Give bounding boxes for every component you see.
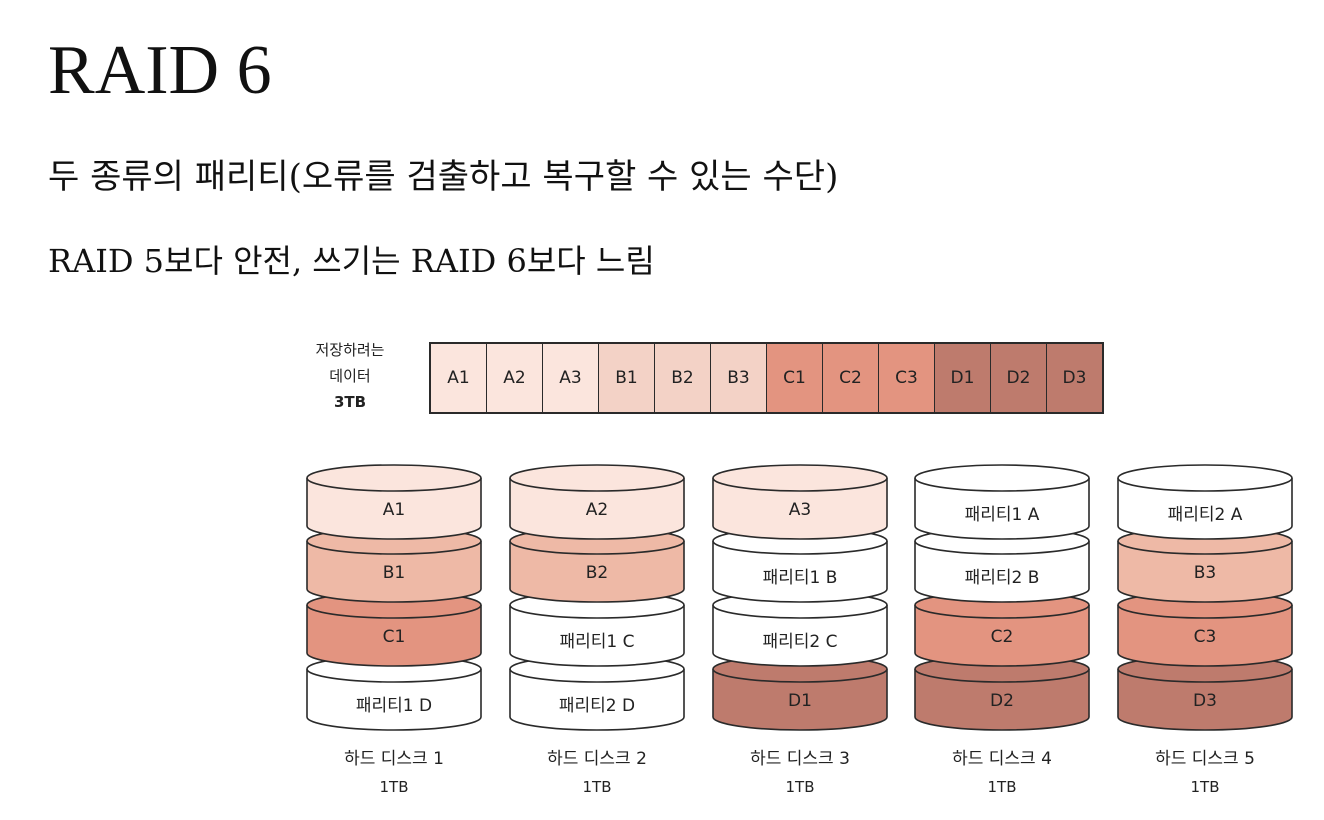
data-block: B3 — [711, 344, 767, 412]
platter-label: 패리티2 B — [914, 563, 1090, 588]
data-block: A2 — [487, 344, 543, 412]
data-block: D3 — [1047, 344, 1102, 412]
disk-size: 1TB — [306, 778, 482, 796]
subtitle-comparison: RAID 5보다 안전, 쓰기는 RAID 6보다 느림 — [48, 236, 655, 286]
platter-label: A2 — [509, 500, 685, 520]
disk-size: 1TB — [712, 778, 888, 796]
platter-label: C2 — [914, 627, 1090, 647]
platter-label: 패리티1 A — [914, 500, 1090, 525]
disk-name: 하드 디스크 5 — [1117, 744, 1293, 769]
platter-label: 패리티2 D — [509, 691, 685, 716]
data-block: B2 — [655, 344, 711, 412]
subtitle-parity: 두 종류의 패리티(오류를 검출하고 복구할 수 있는 수단) — [48, 152, 838, 202]
platter-label: C3 — [1117, 627, 1293, 647]
platter-label: A3 — [712, 500, 888, 520]
data-block: C1 — [767, 344, 823, 412]
data-label-line1: 저장하려는 — [300, 337, 400, 363]
platter-label: D2 — [914, 691, 1090, 711]
disk-size: 1TB — [509, 778, 685, 796]
platter-label: 패리티2 A — [1117, 500, 1293, 525]
platter-label: D1 — [712, 691, 888, 711]
platter-label: D3 — [1117, 691, 1293, 711]
platter-label: B1 — [306, 563, 482, 583]
platter-label: 패리티1 D — [306, 691, 482, 716]
disk-platter: 패리티2 A — [1117, 464, 1293, 540]
disk-name: 하드 디스크 2 — [509, 744, 685, 769]
disk-size: 1TB — [1117, 778, 1293, 796]
platter-label: B2 — [509, 563, 685, 583]
disk-platter: 패리티1 A — [914, 464, 1090, 540]
page-title: RAID 6 — [48, 26, 272, 116]
data-block: A1 — [431, 344, 487, 412]
platter-label: 패리티2 C — [712, 627, 888, 652]
disk-platter: A3 — [712, 464, 888, 540]
disk-name: 하드 디스크 1 — [306, 744, 482, 769]
data-block: B1 — [599, 344, 655, 412]
platter-label: B3 — [1117, 563, 1293, 583]
platter-label: 패리티1 C — [509, 627, 685, 652]
disk-name: 하드 디스크 3 — [712, 744, 888, 769]
data-label-line2: 데이터 — [300, 363, 400, 389]
data-block: C2 — [823, 344, 879, 412]
disk-platter: A2 — [509, 464, 685, 540]
data-label-size: 3TB — [300, 389, 400, 415]
data-block: D1 — [935, 344, 991, 412]
data-block: C3 — [879, 344, 935, 412]
platter-label: C1 — [306, 627, 482, 647]
disk-platter: A1 — [306, 464, 482, 540]
data-block: A3 — [543, 344, 599, 412]
platter-label: A1 — [306, 500, 482, 520]
disk-size: 1TB — [914, 778, 1090, 796]
data-label: 저장하려는 데이터 3TB — [300, 337, 400, 415]
data-block: D2 — [991, 344, 1047, 412]
platter-label: 패리티1 B — [712, 563, 888, 588]
disk-name: 하드 디스크 4 — [914, 744, 1090, 769]
